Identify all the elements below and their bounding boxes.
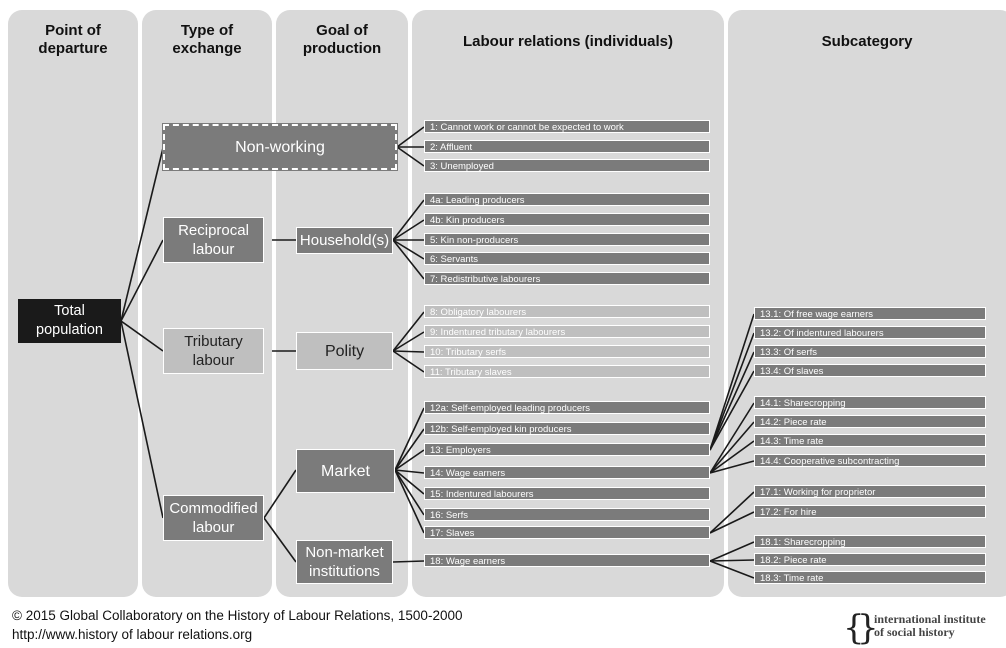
relation-9: 9: Indentured tributary labourers — [424, 325, 710, 338]
iish-logo-left-brace-icon: { — [843, 608, 865, 648]
node-tributary-labour: Tributary labour — [163, 328, 264, 374]
node-reciprocal-labour: Reciprocal labour — [163, 217, 264, 263]
relation-17: 17: Slaves — [424, 526, 710, 539]
iish-logo-text: international institute of social histor… — [874, 612, 986, 639]
node-non-market-institutions: Non-market institutions — [296, 540, 393, 584]
relation-13: 13: Employers — [424, 443, 710, 456]
node-market: Market — [296, 449, 395, 493]
relation-4a: 4a: Leading producers — [424, 193, 710, 206]
relation-10: 10: Tributary serfs — [424, 345, 710, 358]
relation-12b: 12b: Self-employed kin producers — [424, 422, 710, 435]
relation-4b: 4b: Kin producers — [424, 213, 710, 226]
relation-2: 2: Affluent — [424, 140, 710, 153]
node-households: Household(s) — [296, 227, 393, 254]
header-goal-of-production: Goal of production — [302, 22, 382, 57]
relation-1: 1: Cannot work or cannot be expected to … — [424, 120, 710, 133]
relation-8: 8: Obligatory labourers — [424, 305, 710, 318]
column-goal-of-production — [276, 10, 408, 597]
subcategory-14-1: 14.1: Sharecropping — [754, 396, 986, 409]
subcategory-13-1: 13.1: Of free wage earners — [754, 307, 986, 320]
node-total-population: Total population — [18, 299, 121, 343]
relation-3: 3: Unemployed — [424, 159, 710, 172]
relation-6: 6: Servants — [424, 252, 710, 265]
subcategory-14-4: 14.4: Cooperative subcontracting — [754, 454, 986, 467]
subcategory-13-3: 13.3: Of serfs — [754, 345, 986, 358]
header-point-of-departure: Point of departure — [38, 22, 108, 57]
subcategory-13-2: 13.2: Of indentured labourers — [754, 326, 986, 339]
header-labour-relations: Labour relations (individuals) — [462, 33, 674, 50]
node-polity: Polity — [296, 332, 393, 370]
subcategory-14-3: 14.3: Time rate — [754, 434, 986, 447]
column-subcategory — [728, 10, 1006, 597]
relation-7: 7: Redistributive labourers — [424, 272, 710, 285]
header-subcategory: Subcategory — [821, 33, 913, 50]
node-non-working: Non-working — [162, 123, 398, 171]
subcategory-14-2: 14.2: Piece rate — [754, 415, 986, 428]
relation-11: 11: Tributary slaves — [424, 365, 710, 378]
subcategory-13-4: 13.4: Of slaves — [754, 364, 986, 377]
subcategory-18-1: 18.1: Sharecropping — [754, 535, 986, 548]
relation-15: 15: Indentured labourers — [424, 487, 710, 500]
website-url[interactable]: http://www.history of labour relations.o… — [12, 627, 253, 642]
copyright-text: © 2015 Global Collaboratory on the Histo… — [12, 608, 463, 623]
relation-16: 16: Serfs — [424, 508, 710, 521]
relation-14: 14: Wage earners — [424, 466, 710, 479]
relation-18: 18: Wage earners — [424, 554, 710, 567]
subcategory-17-1: 17.1: Working for proprietor — [754, 485, 986, 498]
node-commodified-labour: Commodified labour — [163, 495, 264, 541]
subcategory-18-3: 18.3: Time rate — [754, 571, 986, 584]
iish-logo-right-brace-icon: } — [857, 608, 879, 648]
relation-12a: 12a: Self-employed leading producers — [424, 401, 710, 414]
header-type-of-exchange: Type of exchange — [172, 22, 242, 57]
subcategory-17-2: 17.2: For hire — [754, 505, 986, 518]
relation-5: 5: Kin non-producers — [424, 233, 710, 246]
subcategory-18-2: 18.2: Piece rate — [754, 553, 986, 566]
